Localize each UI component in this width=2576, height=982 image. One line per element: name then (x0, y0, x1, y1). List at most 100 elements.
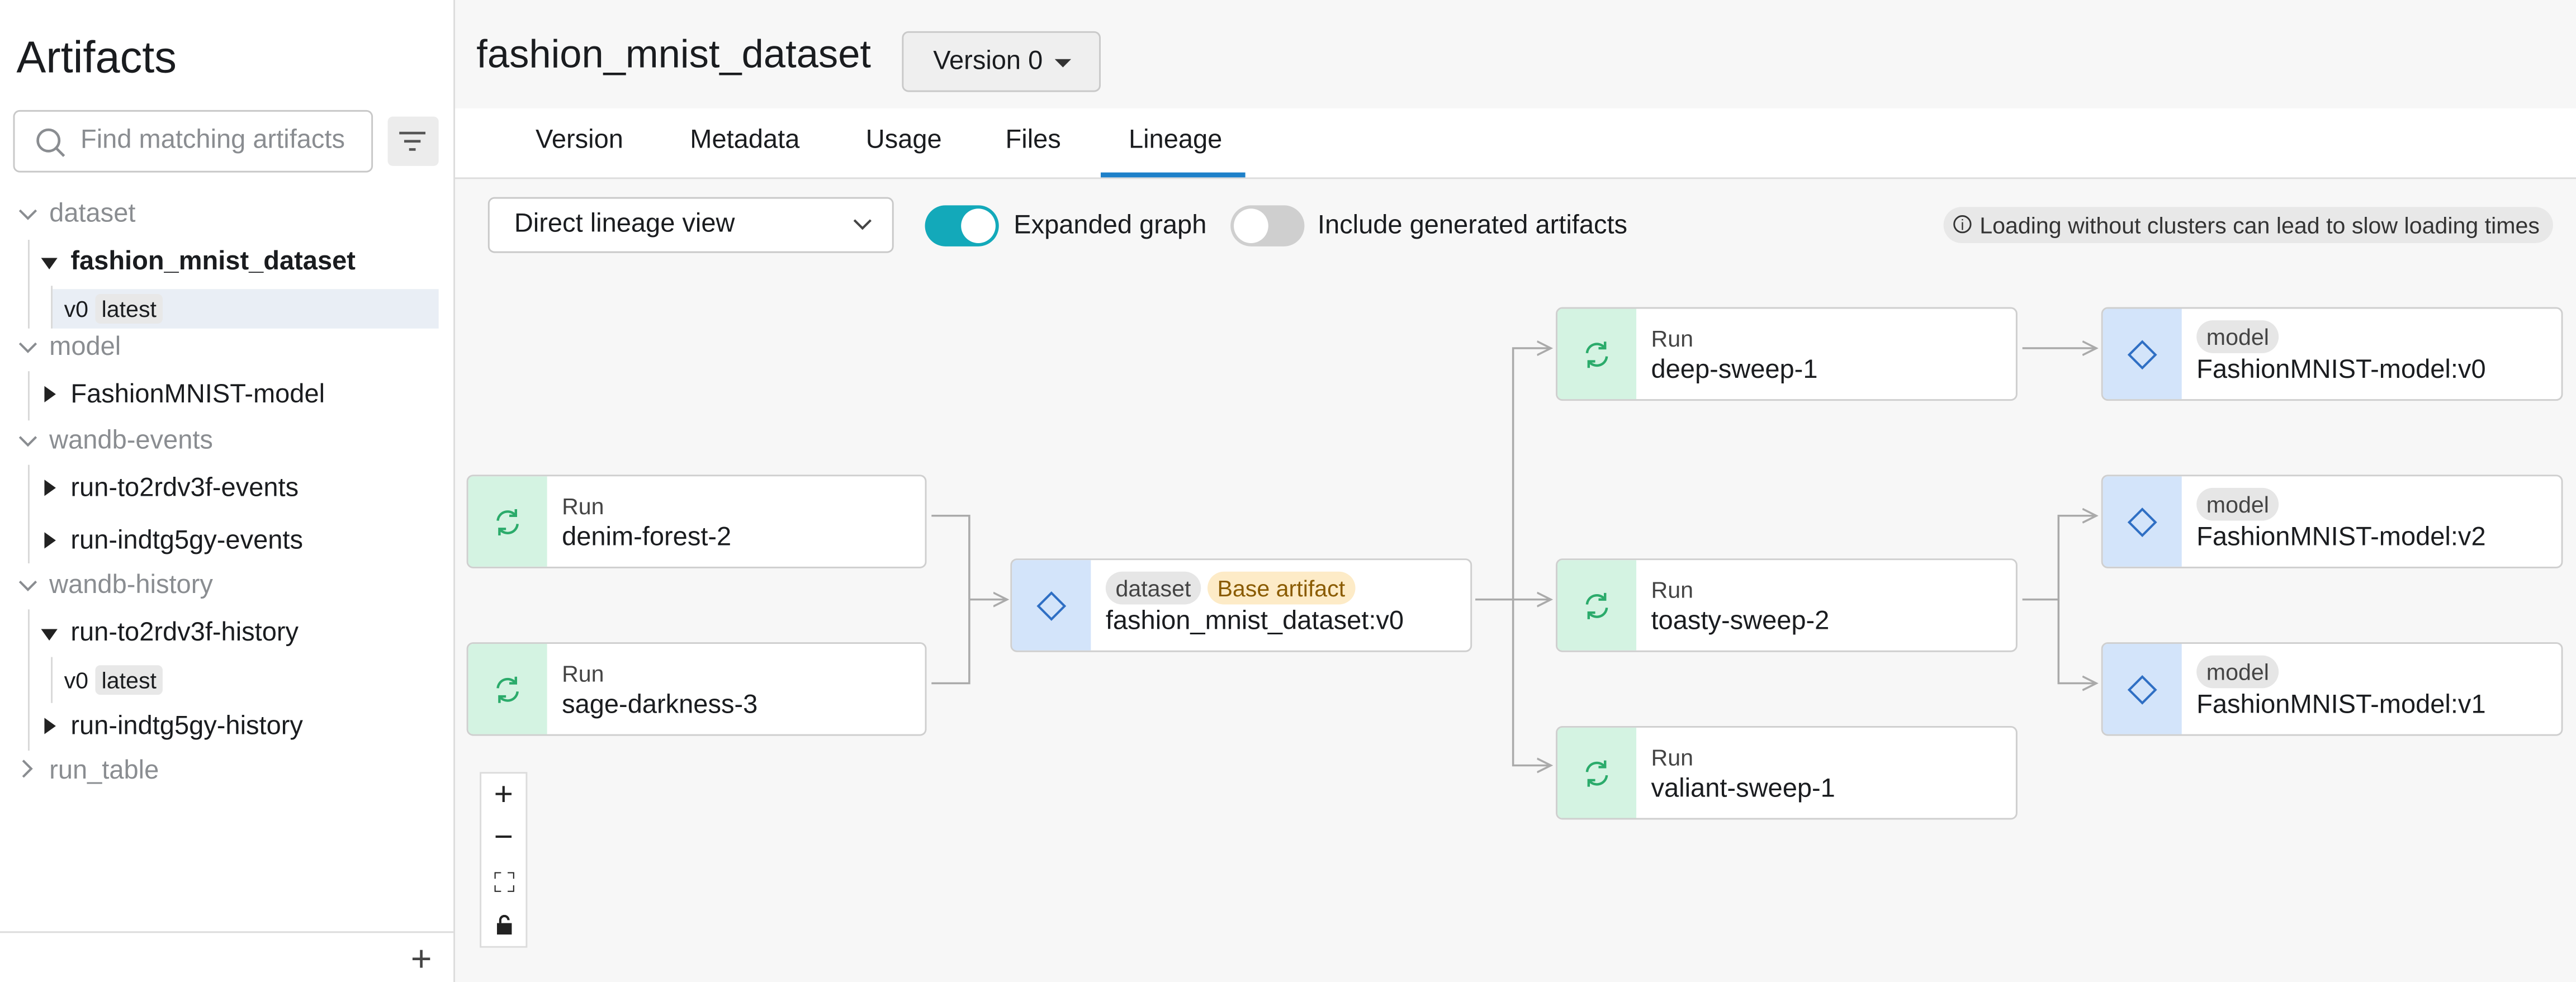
artifact-node[interactable]: model FashionMNIST-model:v1 (2101, 642, 2563, 736)
expanded-graph-toggle[interactable] (925, 205, 999, 246)
tree-group-dataset[interactable]: dataset (16, 196, 135, 235)
info-text: Loading without clusters can lead to slo… (1980, 212, 2540, 239)
tree-group-run-table[interactable]: run_table (16, 752, 159, 792)
toggle-knob (961, 208, 996, 243)
run-node[interactable]: Run deep-sweep-1 (1556, 307, 2018, 401)
page-title: fashion_mnist_dataset (476, 32, 872, 78)
artifact-type-chip: model (2196, 655, 2279, 689)
node-kind: Run (1651, 744, 1693, 771)
fit-view-icon[interactable] (481, 861, 525, 903)
tree-guide (27, 464, 30, 564)
chevron-down-icon (16, 196, 39, 235)
filter-button[interactable] (387, 116, 439, 166)
tree-item-run-history[interactable]: run-indtg5gy-history (38, 708, 303, 748)
artifact-type-chip: dataset (1105, 571, 1201, 605)
edge (931, 599, 970, 685)
tree-item-fashion-mnist-dataset[interactable]: fashion_mnist_dataset (38, 243, 356, 283)
version-tag: latest (94, 665, 163, 695)
run-node[interactable]: Run valiant-sweep-1 (1556, 725, 2018, 820)
version-dropdown-label: Version 0 (933, 48, 1043, 76)
sync-icon (496, 509, 519, 536)
tree-item-run-history[interactable]: run-to2rdv3f-history (38, 614, 299, 654)
node-name: denim-forest-2 (562, 524, 732, 552)
tree-group-model[interactable]: model (16, 329, 121, 368)
lineage-view-label: Direct lineage view (514, 210, 735, 239)
run-icon-bg (468, 644, 547, 734)
group-label: dataset (49, 200, 136, 229)
version-label: v0 (64, 295, 89, 322)
node-name: FashionMNIST-model:v0 (2196, 356, 2486, 385)
artifact-node[interactable]: model FashionMNIST-model:v0 (2101, 307, 2563, 401)
zoom-controls: + − (480, 772, 528, 948)
artifact-icon-bg (1012, 560, 1091, 651)
include-generated-label: Include generated artifacts (1317, 212, 1628, 240)
artifacts-sidebar: Artifacts dataset fashion_mnist_dataset … (0, 0, 456, 982)
tree-guide (51, 657, 53, 703)
artifact-type-chip: model (2196, 320, 2279, 353)
tree-item-fashionmnist-model[interactable]: FashionMNIST-model (38, 376, 325, 416)
tree-item-run-events[interactable]: run-to2rdv3f-events (38, 469, 299, 509)
search-icon (36, 128, 65, 157)
expanded-graph-label: Expanded graph (1014, 212, 1207, 240)
search-box[interactable] (13, 110, 373, 173)
run-node[interactable]: Run denim-forest-2 (466, 475, 927, 568)
toggle-knob (1234, 208, 1268, 243)
item-label: run-indtg5gy-events (70, 527, 303, 556)
sidebar-title: Artifacts (16, 32, 177, 82)
version-dropdown[interactable]: Version 0 (902, 31, 1101, 92)
run-icon-bg (1557, 727, 1637, 818)
tree-item-run-events[interactable]: run-indtg5gy-events (38, 523, 303, 562)
artifact-icon-bg (2103, 476, 2182, 567)
run-node[interactable]: Run toasty-sweep-2 (1556, 558, 2018, 652)
node-kind: Run (562, 492, 604, 519)
tree-group-wandb-history[interactable]: wandb-history (16, 567, 213, 606)
group-label: wandb-history (49, 571, 213, 600)
tree-group-wandb-events[interactable]: wandb-events (16, 422, 213, 462)
item-label: run-indtg5gy-history (70, 713, 303, 741)
active-tab-indicator (1100, 172, 1246, 178)
caret-down-icon (38, 614, 61, 654)
run-icon-bg (1557, 560, 1637, 651)
tree-guide (27, 609, 30, 751)
edge (2022, 516, 2096, 601)
filter-icon (399, 131, 426, 151)
item-label: fashion_mnist_dataset (70, 248, 356, 276)
diamond-icon (2127, 507, 2157, 537)
chevron-down-icon (16, 422, 39, 462)
diamond-icon (2127, 340, 2157, 370)
lock-icon[interactable] (481, 903, 525, 946)
node-name: FashionMNIST-model:v2 (2196, 524, 2486, 552)
tab-version[interactable]: Version (536, 126, 623, 155)
node-name: FashionMNIST-model:v1 (2196, 691, 2486, 720)
diamond-icon (1036, 591, 1067, 621)
caret-right-icon (38, 523, 61, 562)
artifact-node[interactable]: model FashionMNIST-model:v2 (2101, 475, 2563, 568)
add-icon[interactable]: + (410, 938, 432, 979)
zoom-in-icon[interactable]: + (494, 777, 513, 813)
run-icon-bg (1557, 309, 1637, 400)
tab-files[interactable]: Files (1005, 126, 1061, 155)
lineage-view-select[interactable]: Direct lineage view (487, 197, 894, 253)
tree-guide (27, 240, 30, 329)
tab-lineage[interactable]: Lineage (1128, 126, 1223, 155)
search-input[interactable] (80, 111, 368, 171)
edge (1512, 599, 1551, 766)
tab-metadata[interactable]: Metadata (690, 126, 800, 155)
edge (2057, 599, 2096, 684)
include-generated-toggle[interactable] (1230, 205, 1305, 246)
node-kind: Run (1651, 325, 1693, 352)
zoom-out-icon[interactable]: − (494, 819, 513, 856)
caret-down-icon (38, 243, 61, 283)
version-label: v0 (64, 667, 89, 694)
tab-bar: Version Metadata Usage Files Lineage (455, 108, 2576, 179)
item-label: run-to2rdv3f-history (70, 619, 299, 647)
run-icon-bg (468, 476, 547, 567)
tab-usage[interactable]: Usage (865, 126, 942, 155)
artifact-icon-bg (2103, 309, 2182, 400)
run-node[interactable]: Run sage-darkness-3 (466, 642, 927, 736)
chevron-right-icon (16, 752, 39, 792)
